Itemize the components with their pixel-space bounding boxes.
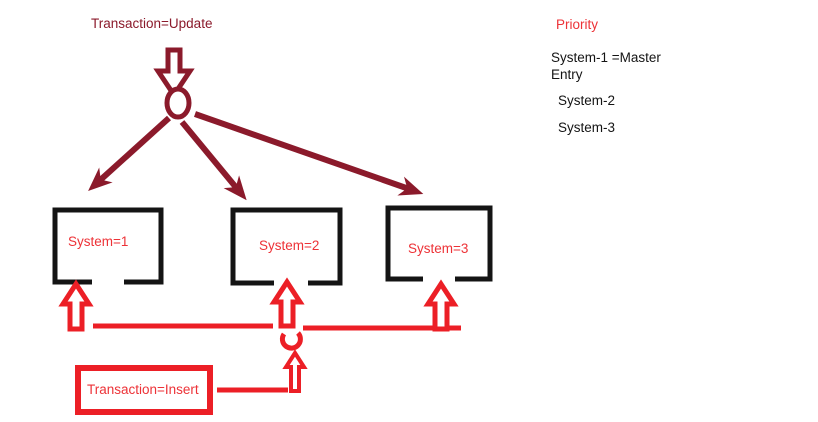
system-1-label: System=1 — [68, 234, 129, 249]
system-2-bottom-gap — [274, 278, 308, 288]
insert-arrow-system-1 — [58, 279, 94, 332]
system-3-label: System=3 — [408, 241, 469, 256]
update-block-arrow-down — [153, 47, 195, 100]
arrow-to-system-3 — [194, 111, 424, 196]
system-3-bottom-gap — [423, 274, 455, 284]
system-1-bottom-gap — [92, 277, 124, 287]
priority-line-system-2: System-2 — [558, 93, 616, 108]
insert-arrow-system-2 — [269, 277, 305, 329]
transaction-insert-label: Transaction=Insert — [87, 382, 199, 397]
insert-label-box — [75, 365, 213, 415]
system-2-box — [230, 207, 343, 286]
transaction-update-label: Transaction=Update — [91, 16, 213, 31]
arrow-to-system-1 — [88, 115, 172, 192]
insert-arrow-system-3 — [423, 279, 459, 332]
priority-line-entry: Entry — [551, 67, 583, 82]
priority-line-master: System-1 =Master — [551, 50, 661, 65]
arrow-to-system-2 — [179, 120, 247, 201]
system-3-box — [385, 205, 493, 282]
insert-node-circle — [279, 331, 303, 351]
priority-line-system-3: System-3 — [558, 120, 616, 135]
update-distribution-node-oval — [164, 86, 192, 120]
insert-up-arrow — [282, 349, 308, 393]
system-2-label: System=2 — [259, 238, 320, 253]
priority-title: Priority — [556, 17, 599, 32]
system-1-box — [52, 207, 164, 285]
